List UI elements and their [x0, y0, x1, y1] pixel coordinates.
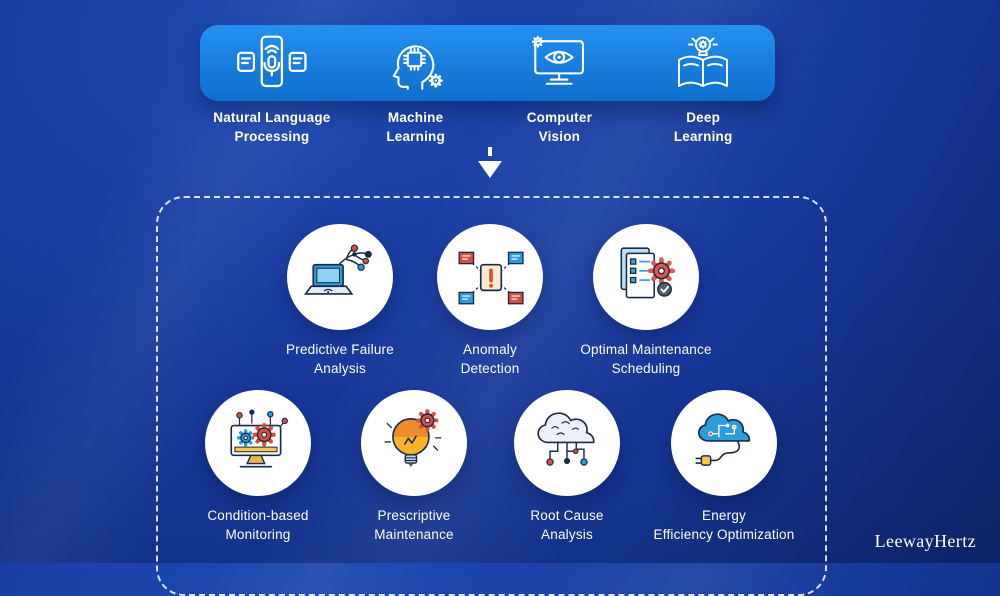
capability-circle	[437, 224, 543, 330]
leewayhertz-logo: LeewayHertz	[874, 531, 976, 551]
capability-circle	[593, 224, 699, 330]
label-machine-learning: Machine Learning	[386, 110, 445, 144]
banner-cell-computer-vision	[488, 25, 632, 101]
root-cause-analysis-icon	[537, 412, 595, 466]
banner-cell-deep-learning	[631, 25, 775, 101]
label-anomaly-detection: Anomaly Detection	[460, 342, 520, 376]
label-computer-vision: Computer Vision	[526, 110, 593, 144]
anomaly-detection-icon	[458, 251, 524, 305]
capability-circle	[361, 390, 467, 496]
capability-predictive-failure-analysis: Predictive Failure Analysis	[255, 224, 425, 378]
optimal-maintenance-scheduling-icon	[620, 247, 682, 299]
label-predictive-failure-analysis: Predictive Failure Analysis	[286, 342, 394, 376]
technology-banner	[200, 25, 775, 101]
capability-energy-efficiency-optimization: Energy Efficiency Optimization	[639, 390, 809, 544]
label-natural-language-processing: Natural Language Processing	[213, 110, 331, 144]
energy-efficiency-optimization-icon	[695, 413, 751, 466]
technology-labels: Natural Language Processing Machine Lear…	[200, 109, 775, 146]
capability-circle	[287, 224, 393, 330]
predictive-failure-analysis-icon	[304, 244, 372, 295]
capability-circle	[514, 390, 620, 496]
banner-cell-nlp	[200, 25, 344, 101]
banner-cell-machine-learning	[344, 25, 488, 101]
capability-circle	[205, 390, 311, 496]
machine-learning-icon	[392, 45, 443, 90]
label-optimal-maintenance-scheduling: Optimal Maintenance Scheduling	[580, 342, 712, 376]
capability-root-cause-analysis: Root Cause Analysis	[482, 390, 652, 544]
capability-optimal-maintenance-scheduling: Optimal Maintenance Scheduling	[561, 224, 731, 378]
label-prescriptive-maintenance: Prescriptive Maintenance	[374, 508, 454, 542]
computer-vision-icon	[532, 35, 585, 85]
nlp-icon	[237, 35, 307, 88]
flow-arrow-stem	[488, 147, 492, 156]
label-deep-learning: Deep Learning	[673, 110, 733, 144]
capability-anomaly-detection: Anomaly Detection	[405, 224, 575, 378]
label-energy-efficiency-optimization: Energy Efficiency Optimization	[653, 508, 795, 542]
capability-circle	[671, 390, 777, 496]
deep-learning-icon	[678, 36, 729, 87]
label-root-cause-analysis: Root Cause Analysis	[530, 508, 604, 542]
down-arrow-icon	[478, 161, 502, 178]
capability-prescriptive-maintenance: Prescriptive Maintenance	[329, 390, 499, 544]
condition-based-monitoring-icon	[230, 409, 288, 468]
prescriptive-maintenance-icon	[384, 407, 442, 467]
capability-condition-based-monitoring: Condition-based Monitoring	[173, 390, 343, 544]
label-condition-based-monitoring: Condition-based Monitoring	[207, 508, 309, 542]
